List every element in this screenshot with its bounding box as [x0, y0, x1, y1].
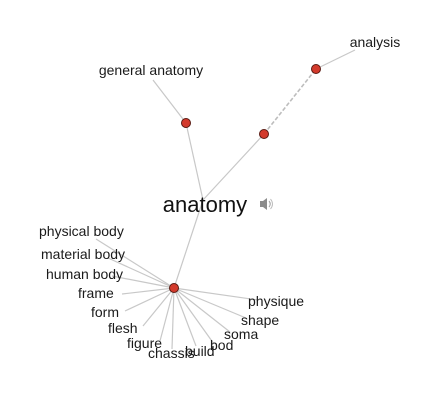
edge-synonym-frame	[121, 287, 175, 295]
edge-synonym-physique	[173, 287, 259, 301]
word-shape[interactable]: shape	[241, 312, 279, 328]
edge-synonym-chassis	[171, 287, 175, 350]
word-frame[interactable]: frame	[78, 285, 114, 301]
related-hub-node[interactable]	[259, 129, 269, 139]
edge-center-to-related-hub	[202, 133, 265, 201]
synonym-labels: physical body material body human body f…	[39, 223, 304, 361]
edge-analysis-hub-to-analysis	[315, 49, 356, 70]
edge-field-hub-to-general-anatomy	[152, 79, 187, 124]
word-physique[interactable]: physique	[248, 293, 304, 309]
word-human-body[interactable]: human body	[46, 266, 123, 282]
edge-synonym-soma	[173, 287, 231, 333]
edge-synonym-figure	[159, 287, 175, 342]
word-build[interactable]: build	[185, 343, 215, 359]
edge-synonym-physical-body	[95, 238, 175, 289]
edge-related-hub-to-analysis-hub	[263, 68, 317, 135]
edge-synonym-flesh	[142, 287, 175, 327]
edge-synonym-human-body	[111, 275, 175, 289]
word-analysis[interactable]: analysis	[350, 34, 401, 50]
edge-center-to-field-hub	[185, 122, 204, 201]
edge-synonym-build	[173, 287, 197, 347]
word-bod[interactable]: bod	[210, 337, 233, 353]
word-soma[interactable]: soma	[224, 326, 258, 342]
synonym-hub-node[interactable]	[169, 283, 179, 293]
word-flesh[interactable]: flesh	[108, 320, 138, 336]
word-physical-body[interactable]: physical body	[39, 223, 124, 239]
analysis-hub-node[interactable]	[311, 64, 321, 74]
edge-synonym-bod	[173, 287, 215, 345]
edge-synonym-form	[124, 287, 175, 312]
word-material-body[interactable]: material body	[41, 246, 125, 262]
edge-synonym-shape	[173, 287, 247, 319]
edge-center-to-synonym-hub	[173, 199, 204, 289]
edge-synonym-material-body	[107, 257, 175, 289]
word-figure[interactable]: figure	[127, 335, 162, 351]
synonym-edges	[95, 238, 259, 350]
speaker-icon[interactable]	[260, 198, 273, 210]
center-word: anatomy	[163, 192, 247, 217]
word-form[interactable]: form	[91, 304, 119, 320]
field-hub-node[interactable]	[181, 118, 191, 128]
word-chassis[interactable]: chassis	[148, 345, 195, 361]
word-general-anatomy[interactable]: general anatomy	[99, 62, 203, 78]
